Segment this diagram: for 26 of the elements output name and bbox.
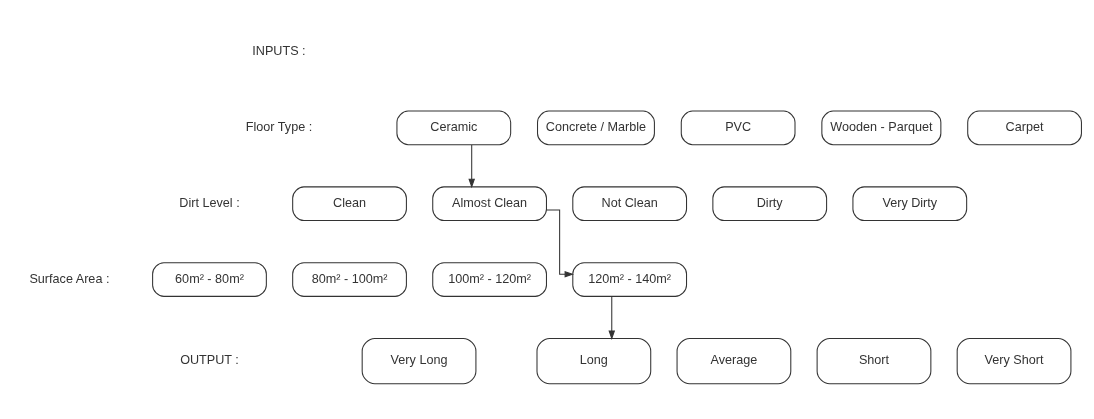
- label: Dirt Level :: [179, 195, 240, 210]
- label: OUTPUT :: [180, 353, 239, 368]
- node-box: Almost Clean: [432, 186, 547, 222]
- node-box: Very Long: [361, 337, 477, 385]
- node-box: 100m² - 120m²: [432, 262, 547, 297]
- arrow: [608, 295, 616, 340]
- node-box: Long: [536, 337, 652, 385]
- node-box: Very Dirty: [852, 186, 968, 222]
- node-box: Wooden - Parquet: [821, 110, 942, 146]
- node-box: Average: [676, 337, 792, 385]
- node-box: 60m² - 80m²: [152, 262, 267, 297]
- node-box: Ceramic: [396, 110, 512, 146]
- arrow: [468, 144, 476, 189]
- node-box: Clean: [292, 186, 407, 222]
- node-box: Dirty: [712, 186, 828, 222]
- node-box: Not Clean: [572, 186, 688, 222]
- label: Surface Area :: [29, 271, 110, 286]
- node-box: 80m² - 100m²: [292, 262, 407, 297]
- label: INPUTS :: [252, 44, 306, 59]
- node-box: Carpet: [967, 110, 1082, 146]
- node-box: Short: [816, 337, 932, 385]
- node-box: Very Short: [956, 337, 1072, 385]
- node-box: PVC: [680, 110, 796, 146]
- node-box: Concrete / Marble: [537, 110, 655, 146]
- node-box: 120m² - 140m²: [572, 262, 688, 297]
- label: Floor Type :: [245, 120, 313, 135]
